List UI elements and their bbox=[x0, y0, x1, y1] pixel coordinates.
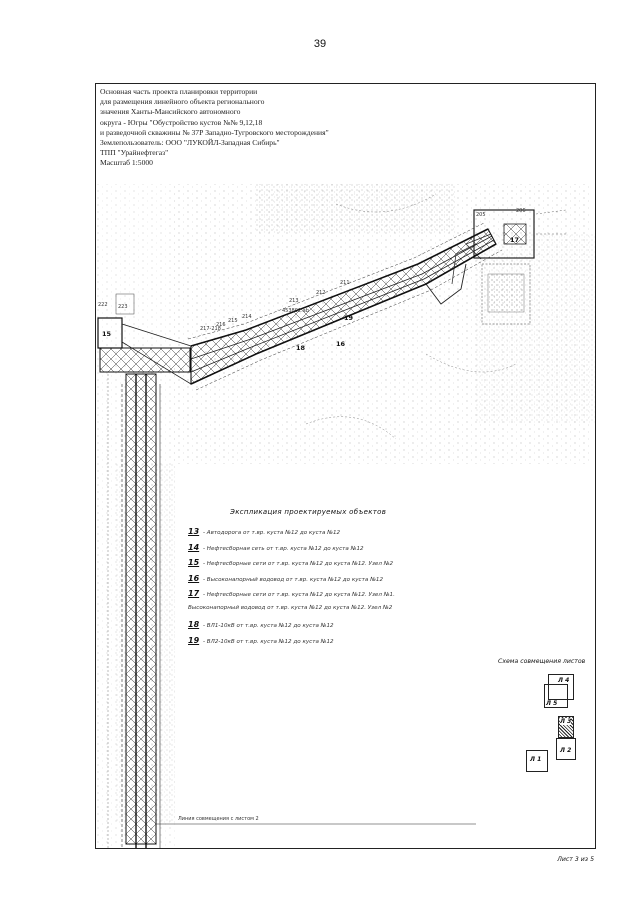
junction-block bbox=[97, 293, 192, 385]
legend-text: - Высоконапорный водовод от т.вр. куста … bbox=[203, 576, 383, 583]
map-label: 212 bbox=[316, 290, 326, 296]
legend-item: 18- ВЛ1-10кВ от т.вр. куста №12 до куста… bbox=[188, 620, 488, 636]
legend-item: 15- Нефтесборные сети от т.вр. куста №12… bbox=[188, 558, 488, 574]
legend-number: 15 bbox=[188, 558, 200, 567]
page-number: 39 bbox=[313, 38, 327, 50]
sheet-label: Л 4 bbox=[558, 677, 570, 684]
legend-item: 13- Автодорога от т.вр. куста №12 до кус… bbox=[188, 527, 488, 543]
map-label: 223 bbox=[118, 304, 128, 310]
legend-item: 16- Высоконапорный водовод от т.вр. куст… bbox=[188, 574, 488, 590]
header-line: для размещения линейного объекта региона… bbox=[100, 97, 265, 107]
map-label: 216 bbox=[216, 322, 226, 328]
sheet-l5: Л 5 bbox=[544, 684, 568, 708]
legend-item-continued: Высоконапорный водовод от т.вр. куста №1… bbox=[188, 605, 488, 621]
pipeline-corridor bbox=[187, 222, 503, 391]
legend-text: Высоконапорный водовод от т.вр. куста №1… bbox=[188, 604, 393, 611]
map-label: 206 bbox=[516, 208, 526, 214]
contour-line bbox=[335, 193, 437, 213]
map-label: 18 bbox=[296, 344, 306, 352]
header-line: значения Ханты-Мансийского автономного bbox=[100, 107, 241, 117]
contour-line bbox=[425, 353, 517, 373]
map-label: 222 bbox=[98, 302, 108, 308]
legend-text: - ВЛ2-10кВ от т.вр. куста №12 до куста №… bbox=[203, 638, 334, 645]
legend-title: Экспликация проектируемых объектов bbox=[230, 508, 387, 516]
map-label: 211 bbox=[340, 280, 350, 286]
survey-dots bbox=[256, 184, 456, 234]
legend-text: - ВЛ1-10кВ от т.вр. куста №12 до куста №… bbox=[203, 623, 334, 629]
contour-line bbox=[305, 416, 397, 440]
map-label: 453802.ab bbox=[282, 308, 309, 314]
map-label: 217-218 bbox=[200, 326, 221, 332]
sheet-l3-current: Л 3 bbox=[558, 716, 574, 738]
header-line: Масштаб 1:5000 bbox=[100, 158, 153, 168]
map-label: 213 bbox=[289, 298, 299, 304]
scheme-title: Схема совмещения листов bbox=[498, 658, 586, 665]
map-label: 214 bbox=[242, 314, 252, 320]
legend-item: 17- Нефтесборные сети от т.вр. куста №12… bbox=[188, 589, 488, 605]
legend-text: - Нефтесборная сеть от т.вр. куста №12 д… bbox=[203, 545, 364, 552]
map-label: 215 bbox=[228, 318, 238, 324]
well-pad bbox=[451, 209, 567, 325]
sheet-l2: Л 2 bbox=[556, 738, 576, 760]
drawing-header: Основная часть проекта планировки террит… bbox=[100, 87, 329, 169]
legend-text: - Нефтесборные сети от т.вр. куста №12 д… bbox=[203, 592, 395, 598]
legend-number: 14 bbox=[188, 542, 200, 552]
legend-number: 16 bbox=[188, 573, 200, 583]
drawing-frame: Основная часть проекта планировки террит… bbox=[95, 83, 596, 849]
header-line: округа - Югры "Обустройство кустов №№ 9,… bbox=[100, 117, 263, 127]
vertical-corridor bbox=[107, 373, 476, 848]
map-label: 16 bbox=[336, 340, 346, 348]
header-line: Землепользователь: ООО "ЛУКОЙЛ-Западная … bbox=[100, 138, 280, 148]
map-label: 15 bbox=[102, 330, 112, 338]
legend-number: 13 bbox=[188, 527, 200, 536]
legend-number: 17 bbox=[188, 589, 200, 598]
legend-number: 18 bbox=[188, 620, 200, 629]
objects-legend: Экспликация проектируемых объектов 13- А… bbox=[188, 508, 488, 651]
legend-item: 14- Нефтесборная сеть от т.вр. куста №12… bbox=[188, 543, 488, 559]
legend-text: - Нефтесборные сети от т.вр. куста №12 д… bbox=[203, 561, 394, 567]
survey-dots bbox=[476, 234, 595, 424]
header-line: Основная часть проекта планировки террит… bbox=[100, 87, 258, 96]
header-line: и разведочной скважины № 37Р Западно-Туг… bbox=[100, 127, 329, 137]
sheet-footer: Лист 3 из 5 bbox=[557, 856, 594, 863]
planning-map: 205 206 17 211 212 213 214 215 216 217-2… bbox=[96, 184, 595, 848]
header-line: ТПП "Урайнефтегаз" bbox=[100, 148, 169, 158]
sheet-label: Л 5 bbox=[546, 700, 558, 707]
sheet-label: Л 1 bbox=[530, 756, 542, 763]
map-label: 205 bbox=[476, 212, 486, 218]
legend-item: 19- ВЛ2-10кВ от т.вр. куста №12 до куста… bbox=[188, 636, 488, 652]
legend-number: 19 bbox=[188, 635, 200, 645]
sheet-l1: Л 1 bbox=[526, 750, 548, 772]
sheet-l4: Л 4 bbox=[548, 674, 574, 700]
sheet-label: Л 3 bbox=[560, 718, 572, 725]
map-label: 19 bbox=[344, 314, 354, 322]
map-label: 17 bbox=[510, 236, 519, 244]
sheet-label: Л 2 bbox=[560, 747, 572, 754]
alignment-line-label: Линия совмещения с листом 2 bbox=[178, 816, 259, 822]
legend-text: - Автодорога от т.вр. куста №12 до куста… bbox=[203, 530, 341, 536]
